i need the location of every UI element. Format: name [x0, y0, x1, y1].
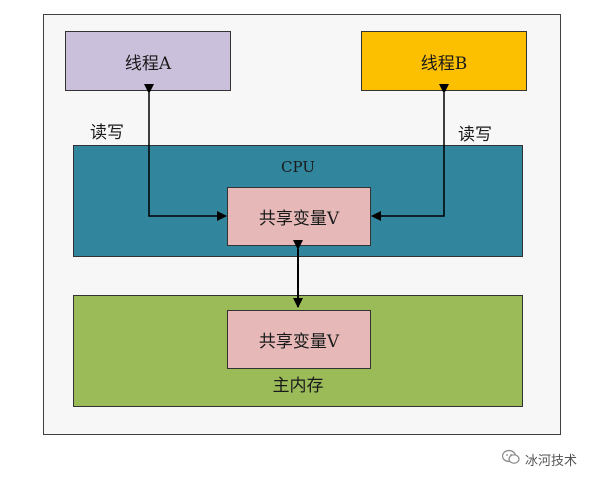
memory-shared-variable-box: 共享变量V: [227, 310, 371, 369]
cpu-shared-variable-label: 共享变量V: [258, 209, 340, 229]
thread-a-box: 线程A: [65, 31, 231, 91]
thread-a-label: 线程A: [124, 53, 172, 74]
read-write-label-a: 读写: [90, 123, 124, 143]
thread-b-box: 线程B: [361, 31, 527, 91]
wechat-icon: [501, 449, 520, 469]
cpu-label: CPU: [281, 158, 315, 176]
thread-b-label: 线程B: [420, 53, 468, 74]
watermark: 冰河技术: [501, 449, 577, 469]
memory-shared-variable-label: 共享变量V: [258, 332, 340, 352]
cpu-shared-variable-box: 共享变量V: [227, 187, 371, 246]
watermark-text: 冰河技术: [524, 453, 577, 469]
read-write-label-b: 读写: [458, 125, 492, 145]
main-memory-label: 主内存: [272, 376, 324, 396]
arrow-thread-b-to-shared: [371, 84, 449, 221]
arrow-thread-a-to-shared: [144, 84, 227, 221]
